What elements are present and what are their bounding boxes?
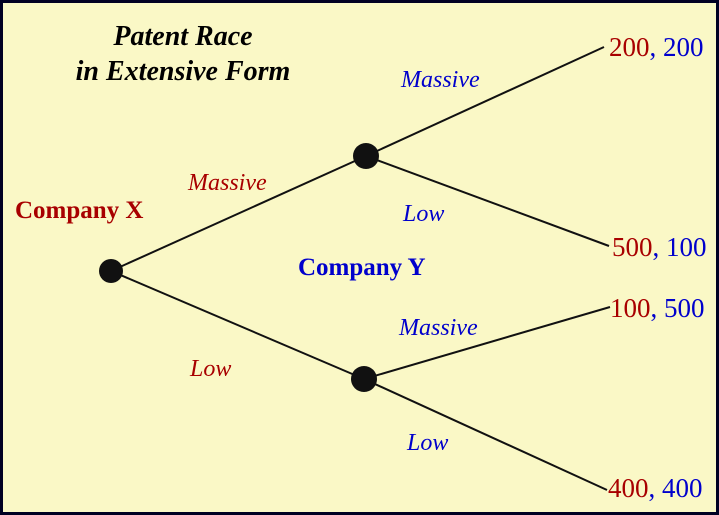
- payoff-company-x-value: 400: [608, 473, 649, 503]
- branch-label-y1-massive: Massive: [401, 67, 480, 93]
- payoff-company-y-value: , 100: [652, 232, 707, 262]
- tree-edge: [110, 155, 367, 272]
- branch-label-y2-low: Low: [407, 430, 449, 456]
- payoff-massive-massive: 200, 200: [609, 32, 704, 62]
- decision-node: [353, 143, 379, 169]
- tree-edge: [110, 270, 365, 380]
- payoff-company-x-value: 500: [612, 232, 653, 262]
- payoff-massive-low: 500, 100: [612, 232, 707, 262]
- decision-node: [351, 366, 377, 392]
- decision-node: [99, 259, 123, 283]
- branch-label-x-massive: Massive: [188, 170, 267, 196]
- payoff-low-low: 400, 400: [608, 473, 703, 503]
- branch-label-y1-low: Low: [403, 201, 445, 227]
- tree-edge: [365, 155, 610, 247]
- diagram-title: Patent Race in Extensive Form: [61, 19, 305, 89]
- tree-edge: [363, 306, 611, 380]
- title-line-2: in Extensive Form: [75, 56, 291, 87]
- branch-label-y2-massive: Massive: [399, 315, 478, 341]
- branch-label-x-low: Low: [190, 356, 232, 382]
- payoff-company-y-value: , 400: [648, 473, 703, 503]
- payoff-company-x-value: 200: [609, 32, 650, 62]
- game-tree-canvas: [99, 46, 611, 491]
- payoff-low-massive: 100, 500: [610, 293, 705, 323]
- payoff-company-y-value: , 200: [649, 32, 704, 62]
- player-label-company-x: Company X: [15, 197, 144, 224]
- payoff-company-y-value: , 500: [650, 293, 705, 323]
- payoff-company-x-value: 100: [610, 293, 651, 323]
- player-label-company-y: Company Y: [298, 254, 426, 281]
- tree-edge: [363, 378, 608, 491]
- title-line-1: Patent Race: [113, 21, 253, 52]
- tree-edge: [365, 46, 605, 157]
